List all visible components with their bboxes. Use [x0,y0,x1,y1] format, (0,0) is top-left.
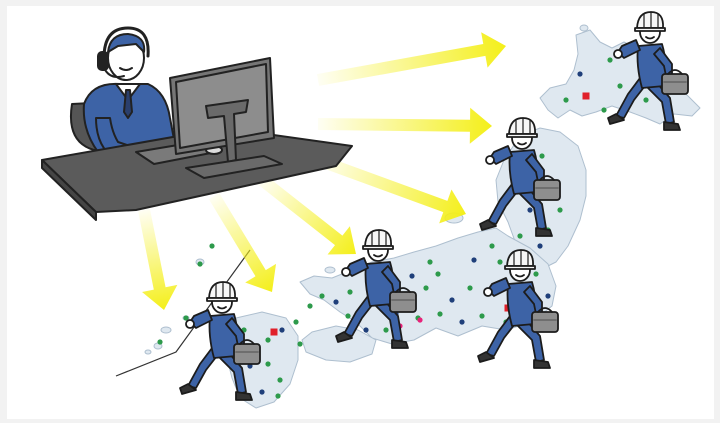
service-location-dot-icon [533,271,538,276]
technician-shoe [392,340,408,348]
technician-hand [484,288,492,296]
map-island-yaeyama [145,350,151,354]
service-location-dot-icon [277,377,282,382]
service-location-dot-icon [209,243,214,248]
helmet-icon [209,282,235,298]
service-location-dot-icon [265,337,270,342]
technician-hand [486,156,494,164]
dispatch-arrow-icon [316,154,466,223]
service-location-dot-icon [197,261,202,266]
service-location-dot-icon [497,259,502,264]
service-location-dot-icon [537,243,542,248]
technician-shoe [664,122,680,130]
service-location-dot-icon [607,57,612,62]
map-island-okinawa [161,327,171,333]
dispatch-arrow-icon [258,175,356,254]
headset-ear [98,52,108,70]
japan-map-icon [221,25,700,408]
service-center-marker-icon [271,329,278,336]
service-location-dot-icon [265,361,270,366]
map-island-kuril [580,25,588,31]
technician-hand [186,320,194,328]
map-island-oki [325,267,335,273]
tool-bag-icon [662,74,688,94]
dispatch-arrow-icon [138,209,177,310]
service-location-dot-icon [157,339,162,344]
helmet-brim [363,246,393,249]
operator-with-headset-icon [42,28,352,220]
service-location-dot-icon [319,293,324,298]
service-location-dot-icon [517,233,522,238]
service-location-dot-icon [449,297,454,302]
service-location-dot-icon [275,393,280,398]
service-location-dot-icon [437,311,442,316]
technician-shoe [236,392,252,400]
helmet-icon [509,118,535,134]
service-location-dot-icon [259,389,264,394]
tool-bag-icon [534,180,560,200]
service-location-dot-icon [527,207,532,212]
service-location-dot-icon [363,327,368,332]
technician-shoe [534,360,550,368]
service-location-dot-icon [347,289,352,294]
service-location-dot-icon [459,319,464,324]
helmet-brim [505,266,535,269]
helmet-icon [365,230,391,246]
service-center-marker-icon [583,93,590,100]
service-location-dot-icon [423,285,428,290]
tool-bag-icon [234,344,260,364]
service-location-dot-icon [617,83,622,88]
dispatch-arrow-icon [209,193,276,292]
helmet-brim [635,28,665,31]
service-location-dot-icon [409,273,414,278]
service-location-dot-icon [539,153,544,158]
service-location-dot-icon [601,107,606,112]
service-location-dot-icon [479,313,484,318]
service-location-dot-icon [427,259,432,264]
service-location-dot-icon [489,243,494,248]
service-location-dot-icon [643,97,648,102]
service-location-dot-icon [417,317,422,322]
service-location-dot-icon [471,257,476,262]
service-location-dot-icon [577,71,582,76]
service-location-dot-icon [297,341,302,346]
tool-bag-icon [532,312,558,332]
helmet-icon [637,12,663,28]
service-location-dot-icon [383,327,388,332]
service-location-dot-icon [467,285,472,290]
service-location-dot-icon [345,313,350,318]
technician-hand [614,50,622,58]
helmet-brim [507,134,537,137]
service-location-dot-icon [435,271,440,276]
service-location-dot-icon [563,97,568,102]
operator-tie [124,90,132,118]
service-location-dot-icon [333,299,338,304]
service-location-dot-icon [545,293,550,298]
service-location-dot-icon [307,303,312,308]
helmet-brim [207,298,237,301]
dispatch-arrow-icon [317,32,506,86]
technician-hand [342,268,350,276]
service-location-dot-icon [293,319,298,324]
service-location-dot-icon [557,207,562,212]
technician-shoe [536,228,552,236]
dispatch-arrow-icon [318,108,492,144]
tool-bag-icon [390,292,416,312]
service-location-dot-icon [279,327,284,332]
